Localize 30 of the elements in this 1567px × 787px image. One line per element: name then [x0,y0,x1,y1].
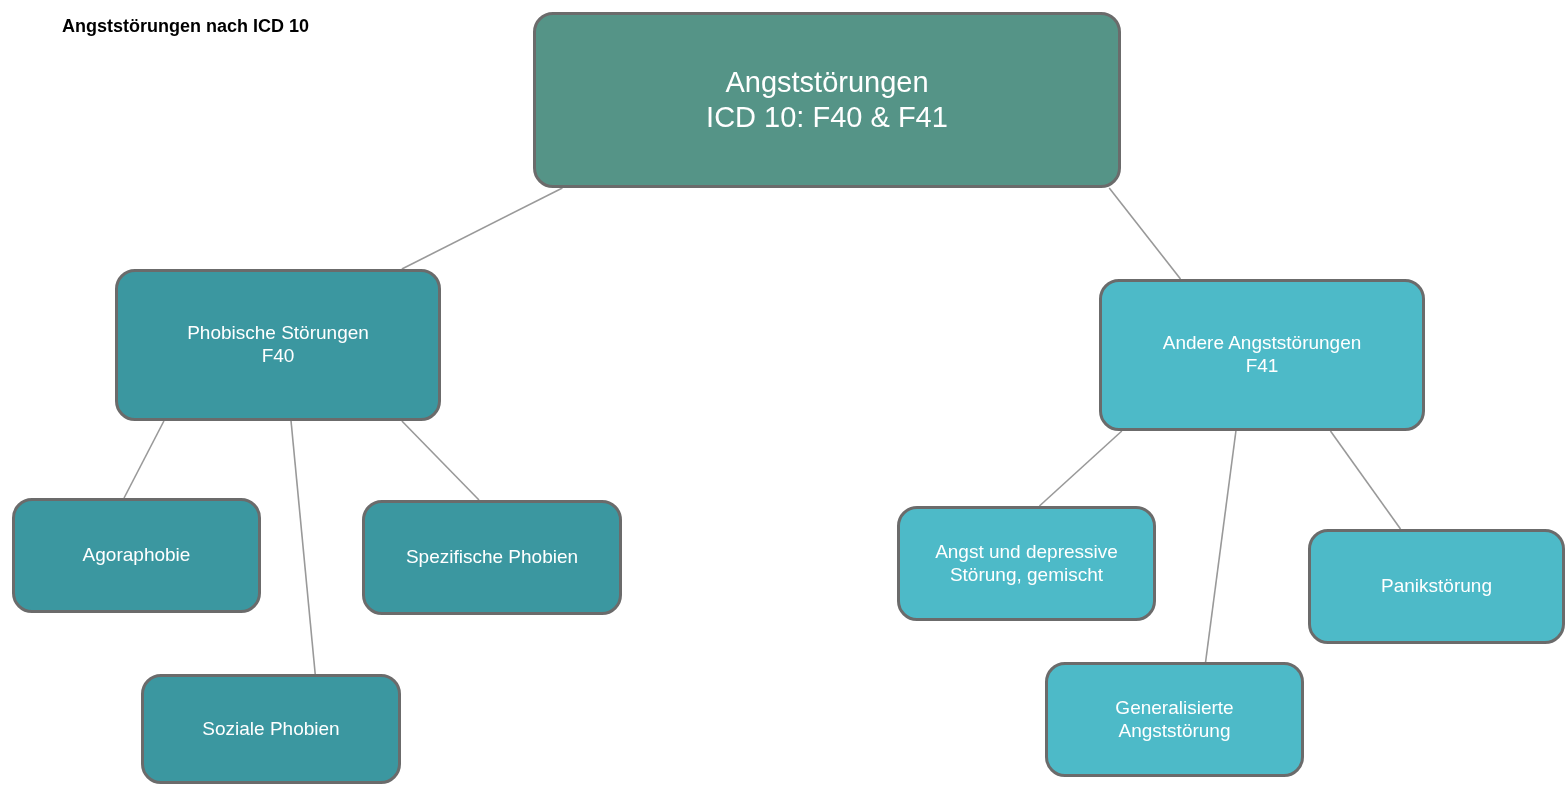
box-label: Phobische Störungen [187,322,369,345]
connector-line [123,420,165,499]
category-box [533,12,1121,188]
diagram-title: Angststörungen nach ICD 10 [62,16,310,37]
connector-line [1108,187,1182,280]
connector-line [290,420,316,675]
box-label: Spezifische Phobien [405,546,579,569]
box-label: Soziale Phobien [202,717,340,741]
category-box [141,674,401,784]
category-box [1308,529,1565,644]
box-label: Panikstörung [1381,575,1492,598]
category-box [1045,662,1304,777]
box-label: Angststörungen [725,65,929,100]
connector-line [1038,430,1123,507]
box-label: F41 [1245,355,1279,378]
connector-line [401,187,564,270]
connector-line [1329,430,1402,530]
box-label: Generalisierte Angststörung [1114,696,1235,743]
box-label: Angst und depressive Störung, gemischt [934,540,1119,587]
box-label: Agoraphobie [82,544,191,567]
box-label: Andere Angststörungen [1162,332,1362,355]
box-label: ICD 10: F40 & F41 [706,100,948,135]
connector-line [1204,430,1237,663]
category-box [1099,279,1425,431]
category-box [897,506,1156,621]
category-box [12,498,261,613]
connector-line [401,420,480,501]
category-box [362,500,622,615]
category-box [115,269,441,421]
box-label: F40 [261,345,295,368]
